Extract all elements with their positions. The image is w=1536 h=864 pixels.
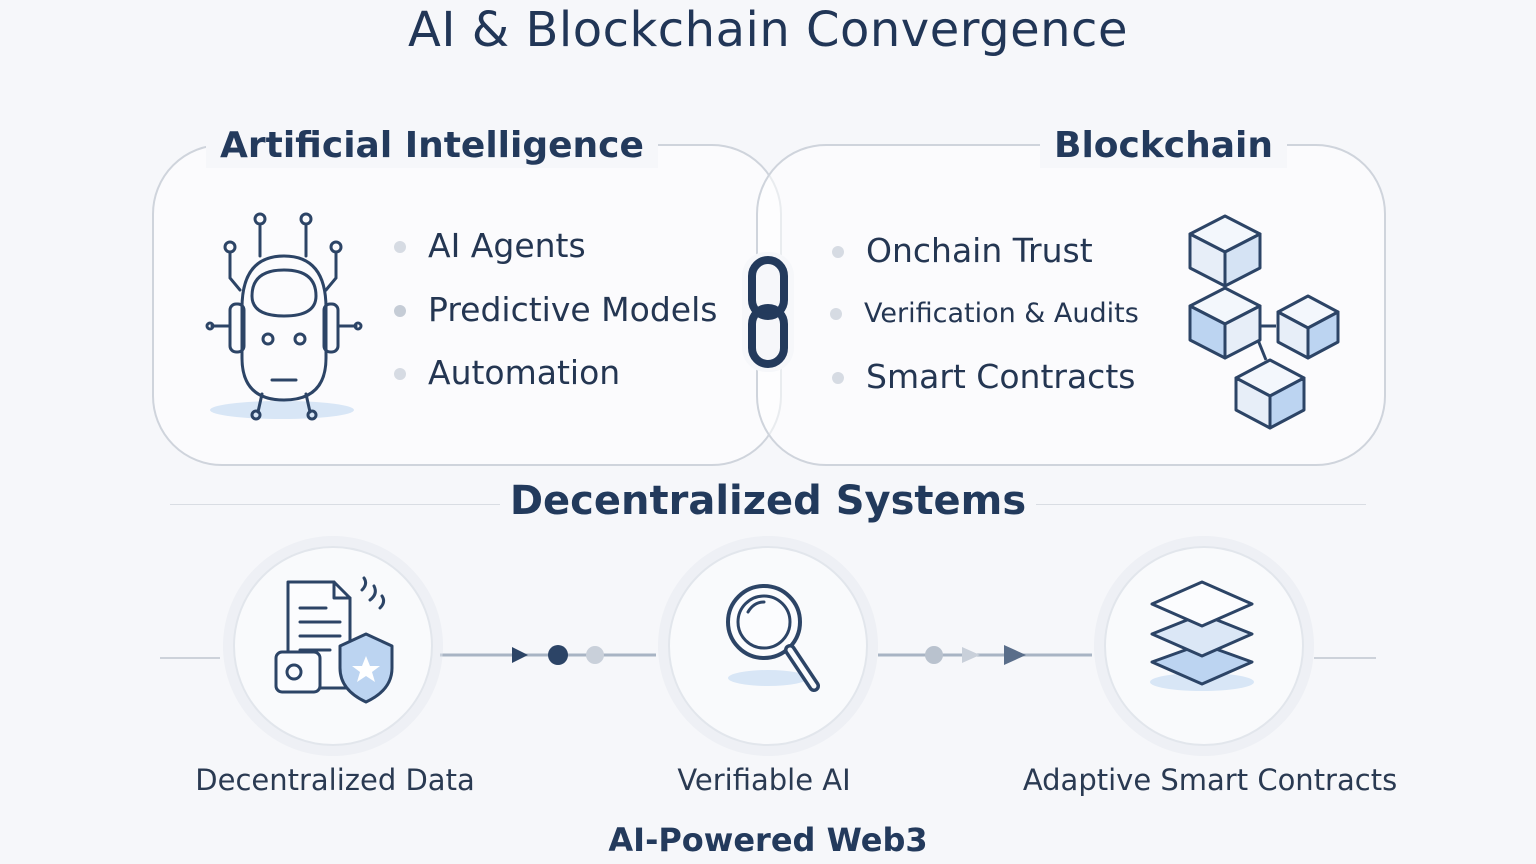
blockchain-item: Smart Contracts bbox=[832, 357, 1135, 397]
footer-title: AI-Powered Web3 bbox=[608, 821, 928, 859]
bullet bbox=[830, 308, 842, 320]
divider-right bbox=[1036, 504, 1366, 505]
robot-icon bbox=[205, 212, 363, 421]
blockchain-item: Onchain Trust bbox=[832, 231, 1093, 271]
bullet bbox=[832, 372, 844, 384]
chain-link-icon bbox=[742, 252, 794, 372]
bullet bbox=[394, 241, 406, 253]
section-title: Decentralized Systems bbox=[509, 478, 1027, 524]
bullet bbox=[394, 368, 406, 380]
magnifier-icon bbox=[726, 584, 820, 692]
divider-left bbox=[170, 504, 500, 505]
layers-icon bbox=[1150, 580, 1254, 691]
ai-item: Automation bbox=[394, 353, 620, 393]
flow-connector bbox=[160, 645, 1376, 665]
bullet bbox=[832, 246, 844, 258]
document-shield-icon bbox=[274, 576, 394, 704]
node-label: Decentralized Data bbox=[195, 763, 475, 797]
ai-item: AI Agents bbox=[394, 226, 586, 266]
node-label: Adaptive Smart Contracts bbox=[1022, 763, 1398, 797]
blockchain-item: Verification & Audits bbox=[830, 294, 1139, 334]
node-circle-verifiable bbox=[668, 546, 868, 746]
ai-item: Predictive Models bbox=[394, 290, 717, 330]
blocks-icon bbox=[1188, 214, 1340, 430]
page-title: AI & Blockchain Convergence bbox=[408, 2, 1128, 58]
node-label: Verifiable AI bbox=[677, 763, 851, 797]
bullet bbox=[394, 305, 406, 317]
blockchain-panel-title: Blockchain bbox=[1040, 124, 1288, 168]
ai-panel-title: Artificial Intelligence bbox=[206, 124, 658, 168]
